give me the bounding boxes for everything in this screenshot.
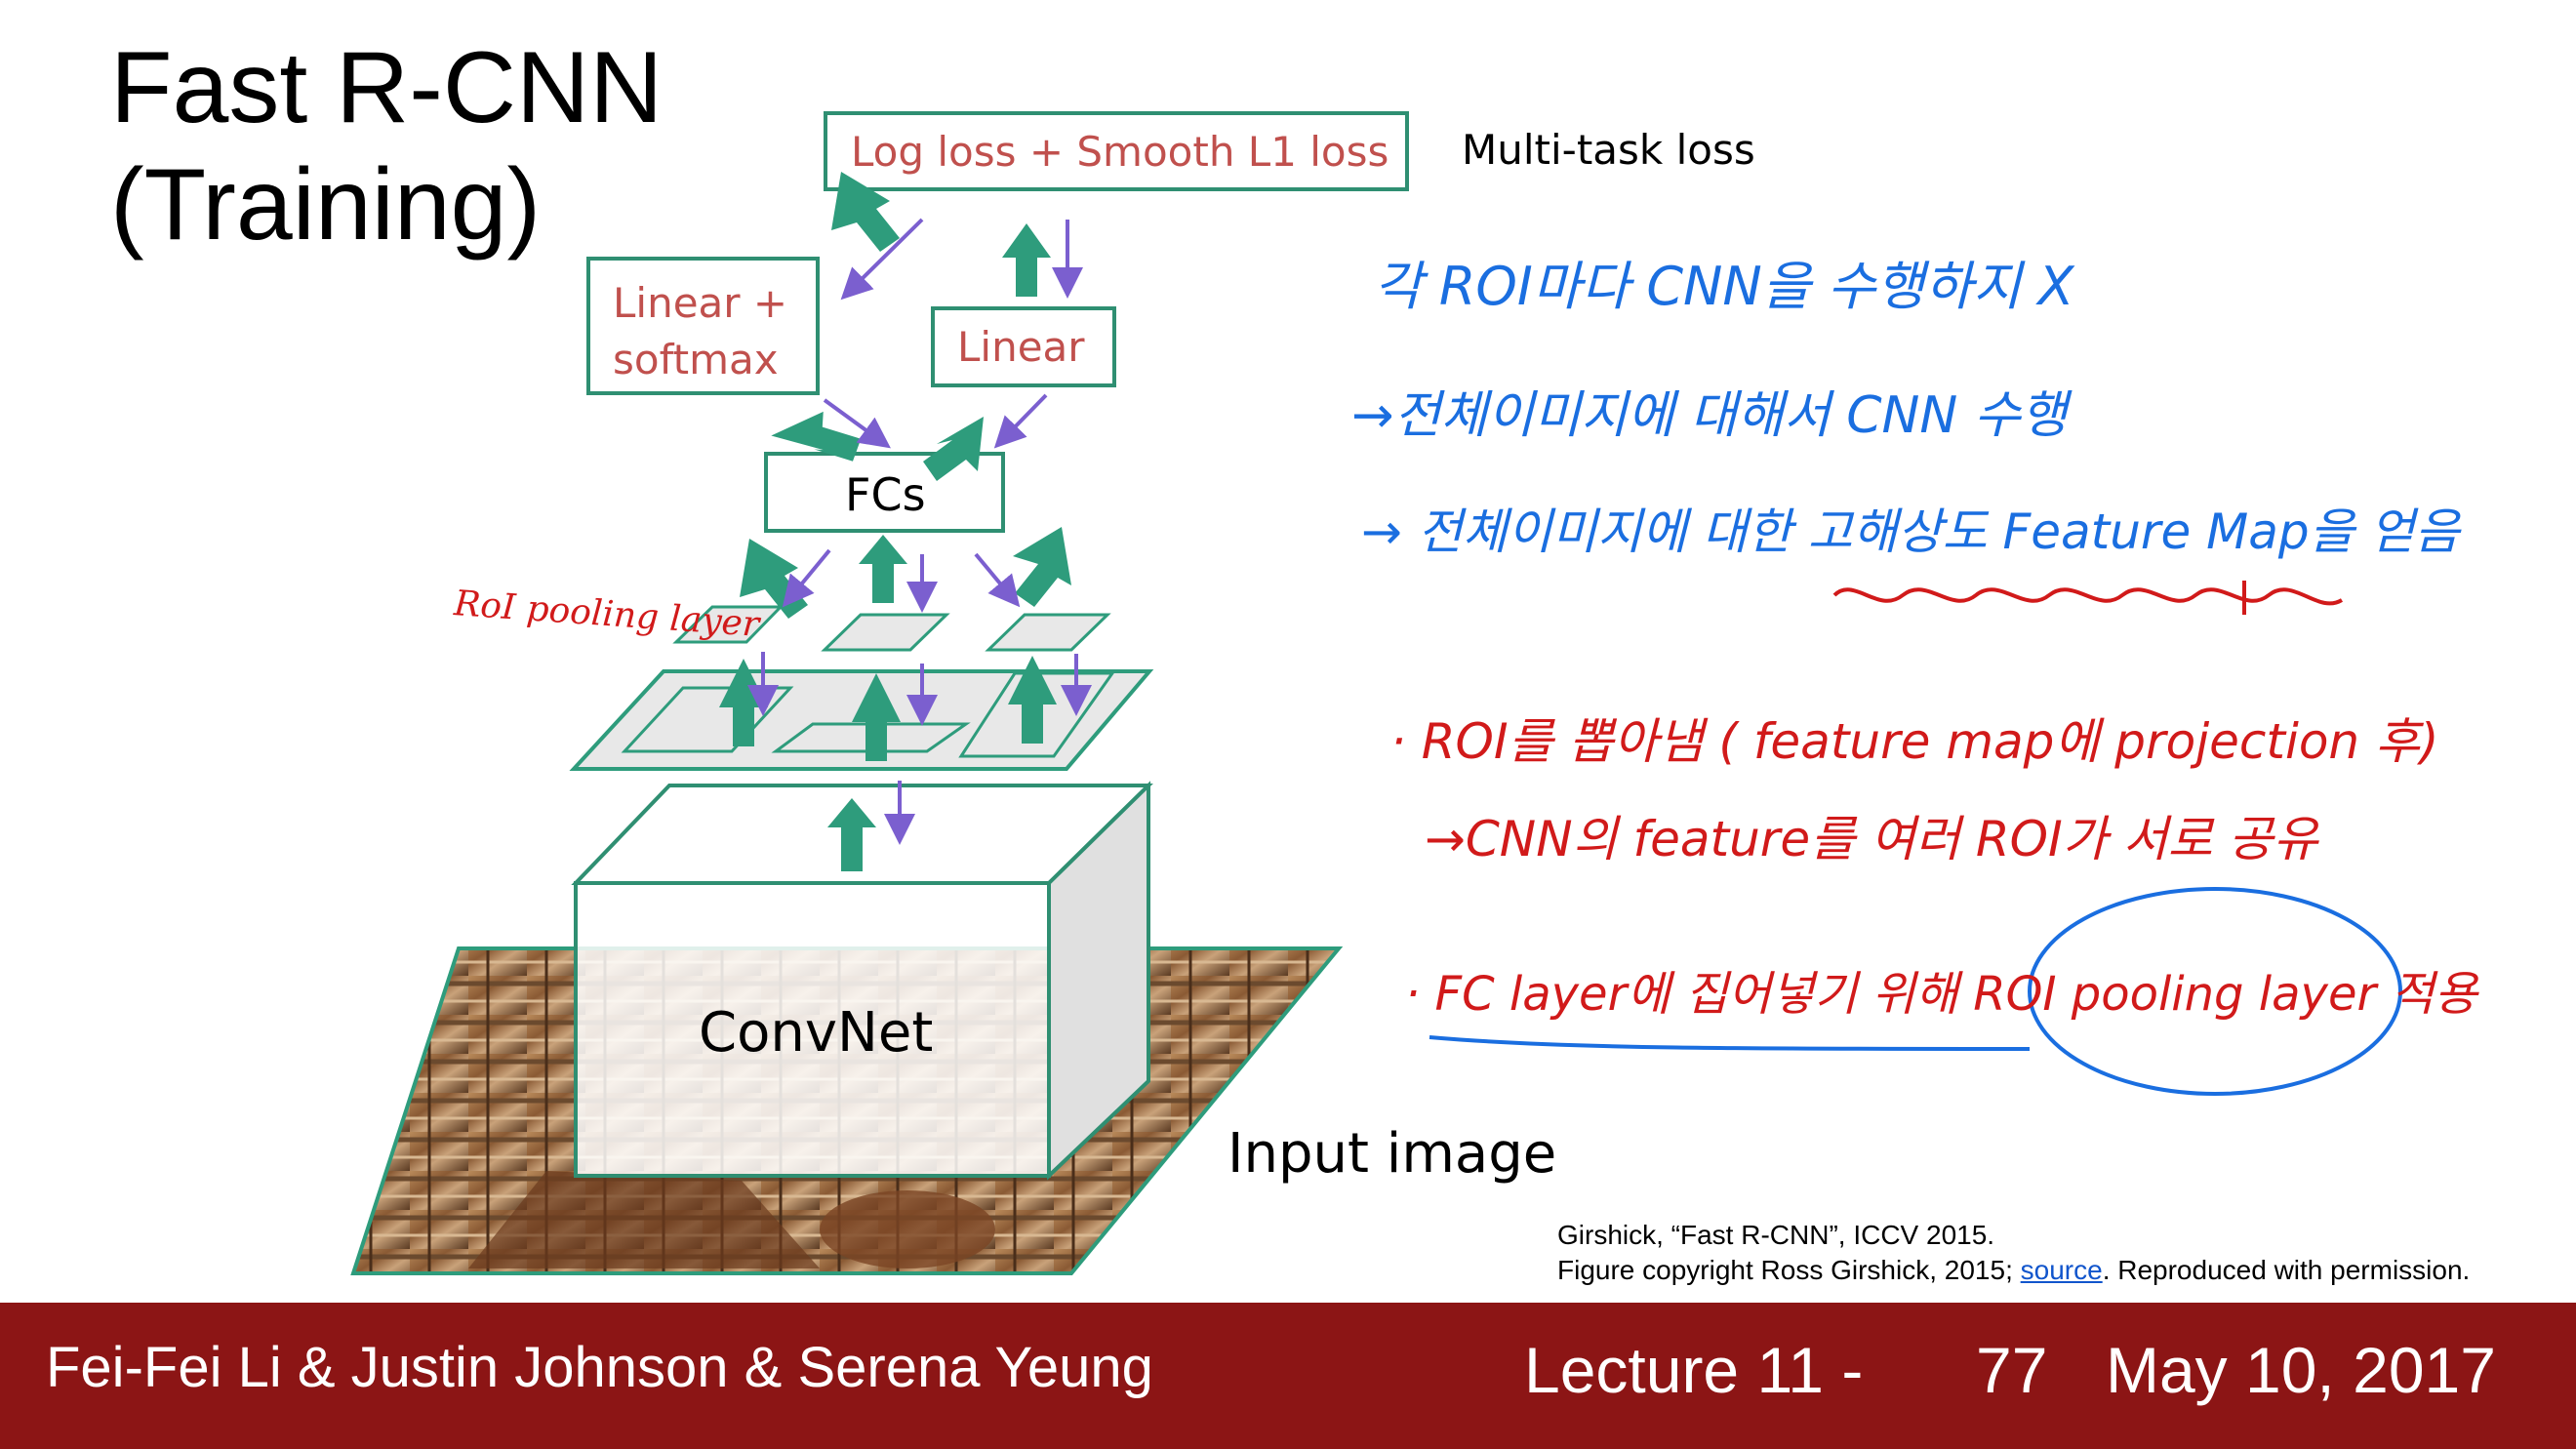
note-line-3: → 전체이미지에 대한 고해상도 Feature Map을 얻음 [1361,503,2460,560]
wavy-underline [1832,587,2344,606]
note-line-6: · FC layer에 집어넣기 위해 ROI pooling layer 적용 [1405,967,2477,1022]
note-line-5: →CNN의 feature를 여러 ROI가 서로 공유 [1425,811,2318,867]
blue-underline [1429,1035,2031,1051]
footer-authors: Fei-Fei Li & Justin Johnson & Serena Yeu… [46,1336,1153,1399]
source-link[interactable]: source [2020,1255,2103,1285]
regressor-box [931,306,1116,387]
forward-arrows [719,172,1071,871]
fcs-box-label: FCs [845,468,926,521]
note-line-4: · ROI를 뽑아냄 ( feature map에 projection 후) [1390,713,2439,770]
footer-lecture: Lecture 11 - [1524,1334,1864,1406]
citation-line-1: Girshick, “Fast R-CNN”, ICCV 2015. [1557,1220,1995,1250]
classifier-box-label: Linear + softmax [613,279,788,383]
roi-circle [2028,887,2402,1096]
backward-arrows [747,218,1092,845]
footer-date: May 10, 2017 [2106,1334,2496,1406]
multitask-loss-label: Multi-task loss [1462,126,1755,174]
regressor-box-label: Linear [957,323,1085,371]
note-line-2: →전체이미지에 대해서 CNN 수행 [1351,386,2068,445]
loss-box [824,111,1409,191]
footer-page-number: 77 [1976,1334,2048,1406]
fcs-box [764,452,1005,533]
slide-title: Fast R-CNN (Training) [110,31,664,262]
note-line-1: 각 ROI마다 CNN을 수행하지 X [1374,256,2074,317]
input-image-label: Input image [1228,1122,1557,1186]
footer-bar [0,1303,2576,1449]
convnet-label: ConvNet [699,1001,934,1065]
classifier-box [586,257,820,395]
loss-box-label: Log loss + Smooth L1 loss [851,128,1389,176]
roi-pooled-maps [672,605,1111,652]
citation: Girshick, “Fast R-CNN”, ICCV 2015. Figur… [1557,1218,2470,1288]
citation-line-2: Figure copyright Ross Girshick, 2015; so… [1557,1255,2471,1285]
